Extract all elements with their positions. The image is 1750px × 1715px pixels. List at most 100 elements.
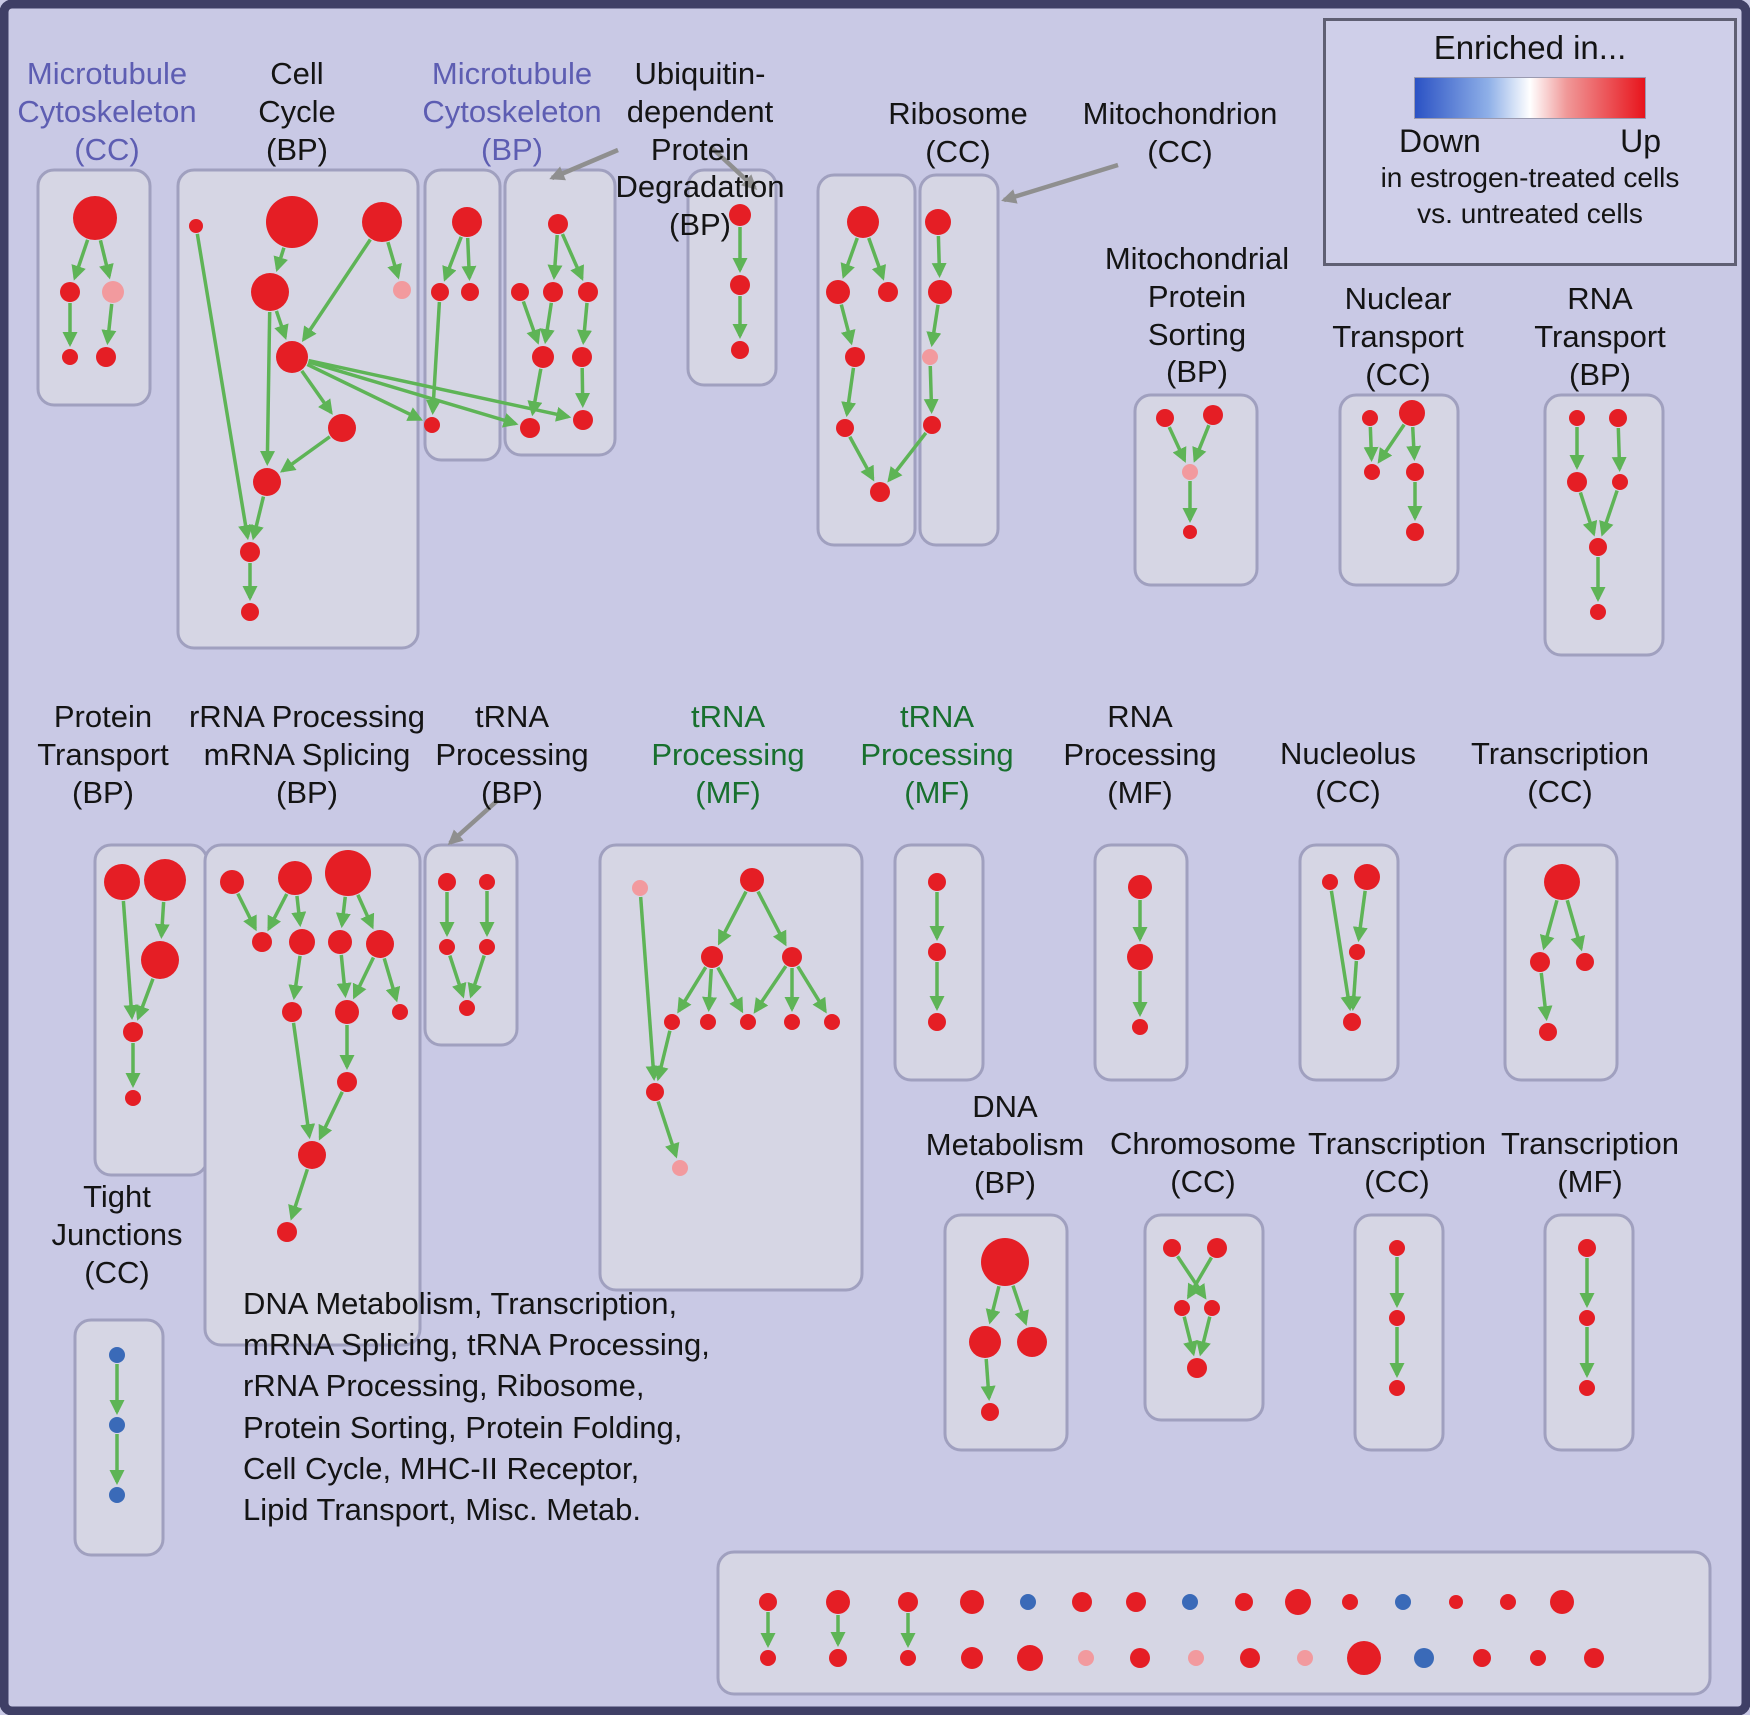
go-term-node <box>328 414 356 442</box>
edge-arrow <box>448 955 467 999</box>
go-term-node <box>325 850 371 896</box>
go-term-node <box>928 1013 946 1031</box>
go-term-node <box>731 341 749 359</box>
go-term-node <box>532 346 554 368</box>
go-term-node <box>729 204 751 226</box>
edge-arrow <box>195 233 253 541</box>
go-term-node <box>1389 1310 1405 1326</box>
edge-arrow <box>1406 426 1422 462</box>
label-microtubule-cytoskeleton-cc: Microtubule Cytoskeleton (CC) <box>17 56 197 167</box>
label-tight-junctions-cc: Tight Junctions (CC) <box>51 1179 183 1290</box>
edge-arrow <box>677 966 708 1014</box>
edge-arrow <box>267 893 289 932</box>
edge-arrow <box>1167 426 1187 463</box>
edge-arrow <box>717 890 748 946</box>
label-ribosome-cc: Ribosome (CC) <box>888 96 1028 169</box>
label-nuclear-transport-cc: Nuclear Transport (CC) <box>1332 281 1464 392</box>
go-term-node <box>1449 1595 1463 1609</box>
go-term-node <box>1395 1594 1411 1610</box>
label-trna-processing-mf-1: tRNA Processing (MF) <box>651 699 805 810</box>
edge-arrow <box>382 957 401 1003</box>
go-term-node <box>664 1014 680 1030</box>
go-term-node <box>276 341 308 373</box>
legend-gradient-bar <box>1414 77 1646 119</box>
group-box <box>1143 1213 1265 1422</box>
go-term-node <box>922 349 938 365</box>
go-term-node <box>461 283 479 301</box>
go-term-node <box>123 1022 143 1042</box>
edge-arrow <box>135 978 155 1021</box>
edge-arrow <box>1537 972 1553 1022</box>
go-term-node <box>253 468 281 496</box>
edge-arrow <box>154 901 170 940</box>
edge-arrow <box>656 1100 680 1159</box>
edge-arrow <box>288 1168 310 1221</box>
label-chromosome-cc: Chromosome (CC) <box>1109 1126 1297 1199</box>
edge-arrow <box>1196 1316 1212 1357</box>
go-term-node <box>335 1000 359 1024</box>
edge-arrow <box>279 435 331 473</box>
go-term-node <box>337 1072 357 1092</box>
go-term-node <box>141 941 179 979</box>
edge-arrow <box>318 1091 344 1141</box>
go-term-node <box>928 943 946 961</box>
go-term-node <box>572 347 592 367</box>
edge-arrow <box>716 966 744 1014</box>
edge-arrow <box>638 896 661 1082</box>
go-term-node <box>479 939 495 955</box>
edge-arrow <box>1352 890 1368 943</box>
go-term-node <box>1389 1380 1405 1396</box>
go-term-node <box>1530 1650 1546 1666</box>
go-term-node <box>1364 464 1380 480</box>
edge-arrow <box>336 954 352 999</box>
edge-arrow <box>274 310 289 340</box>
go-term-node <box>1539 1023 1557 1041</box>
go-term-node <box>730 275 750 295</box>
label-transcription-cc-bottom: Transcription (CC) <box>1307 1126 1487 1199</box>
edge-arrow <box>985 1285 1001 1325</box>
go-term-node <box>62 349 78 365</box>
go-term-node <box>278 861 312 895</box>
go-term-node <box>1578 1239 1596 1257</box>
go-term-node <box>898 1592 918 1612</box>
go-term-node <box>1500 1594 1516 1610</box>
go-term-node <box>1174 1300 1190 1316</box>
go-term-node <box>1078 1650 1094 1666</box>
go-term-node <box>289 929 315 955</box>
edge-arrow <box>121 900 139 1021</box>
go-term-node <box>266 196 318 248</box>
go-term-node <box>928 873 946 891</box>
go-term-node <box>981 1238 1029 1286</box>
legend-subtitle-2: vs. untreated cells <box>1417 197 1643 229</box>
edge-arrow <box>236 892 257 932</box>
edge-arrow <box>926 304 942 348</box>
edge-arrow <box>288 955 304 1001</box>
edge-arrow <box>307 360 519 428</box>
edge-arrow <box>98 239 114 280</box>
go-term-node <box>431 283 449 301</box>
edge-arrow <box>308 358 572 422</box>
go-term-node <box>189 219 203 233</box>
edge-arrow <box>796 965 827 1014</box>
go-term-node <box>646 1083 664 1101</box>
go-term-node <box>1240 1648 1260 1668</box>
go-term-node <box>366 930 394 958</box>
go-term-node <box>240 542 260 562</box>
go-term-node <box>1017 1327 1047 1357</box>
edge-arrow <box>980 1358 996 1402</box>
label-rna-transport-bp: RNA Transport (BP) <box>1534 281 1666 392</box>
go-term-node <box>969 1326 1001 1358</box>
group-box <box>943 1213 1069 1452</box>
go-term-node <box>438 873 456 891</box>
edge-arrow <box>756 890 787 947</box>
go-term-node <box>102 281 124 303</box>
edge-arrow <box>1011 1285 1029 1326</box>
edge-arrow <box>291 1022 316 1140</box>
go-term-node <box>1354 864 1380 890</box>
go-term-node <box>1156 409 1174 427</box>
go-term-node <box>1072 1592 1092 1612</box>
go-term-node <box>925 209 951 235</box>
go-term-node <box>1017 1645 1043 1671</box>
